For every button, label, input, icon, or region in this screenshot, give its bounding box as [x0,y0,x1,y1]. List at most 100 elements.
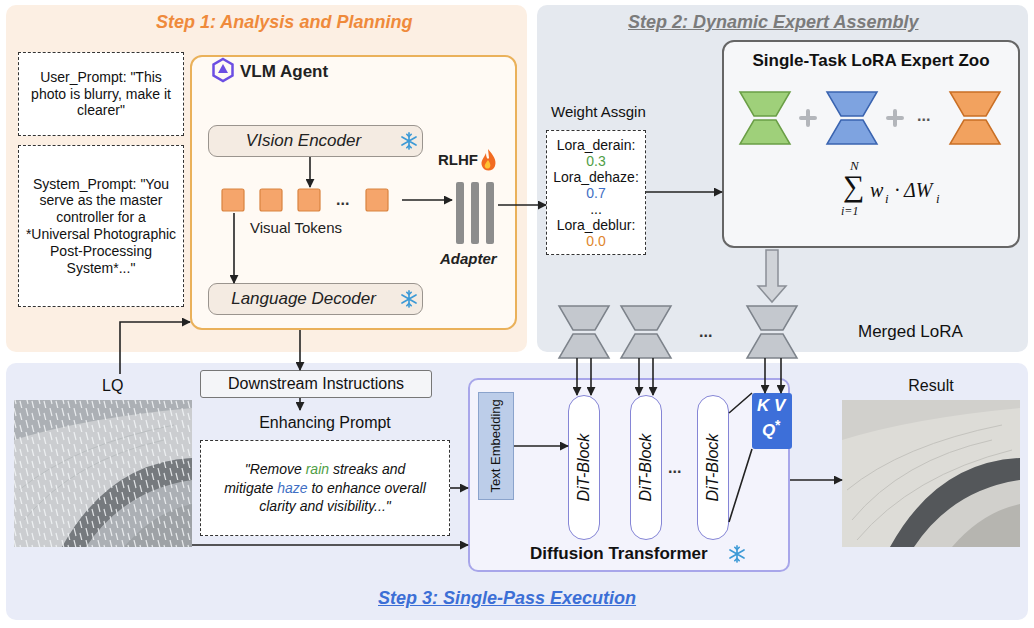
node-text: DiT-Block [703,434,722,502]
adapter-bars [471,182,479,244]
input-photo [14,408,192,547]
ellipsis-label: ... [668,458,681,477]
node-text: K [757,397,769,414]
transformer-box: Diffusion TransformerText EmbeddingDiT-B… [468,378,790,572]
injection-arrow [590,358,592,395]
lora-expert-icon [740,92,1000,144]
node-text: 0.0 [586,233,605,249]
node-text: DiT-Block [574,434,593,502]
flow-arrow [299,398,301,410]
flow-arrow [402,199,452,201]
decoder-box: Language Decoder [208,283,423,315]
merged-lora-icon [559,306,797,358]
formula-text: i [885,192,889,205]
node-text: User_Prompt: "This photo is blurry, make… [25,69,177,119]
node-text: Downstream Instructions [228,374,404,393]
node-text: DiT-Block [636,434,655,502]
lora-expert-icon [827,120,877,144]
node-text: Result [842,376,1020,395]
output-photo [890,458,1020,547]
box-title: Diffusion Transformer [530,544,708,564]
formula-text: w [870,180,883,200]
node-text: Visual Tokens [250,219,342,237]
ellipsis-label: ... [699,322,712,341]
merged-lora-icon [559,306,609,330]
vlm-icon [218,64,228,73]
injection-arrow [576,358,578,395]
step-panel: Step 1: Analysis and PlanningUser_Prompt… [6,5,527,352]
formula-text: ∑ [843,171,864,201]
dit-block: DiT-Block [568,395,600,540]
node-text: Lora_deblur: [557,217,636,233]
step-panel: Step 3: Single-Pass Execution LQ Downstrea… [6,363,1028,620]
node-text: * [775,418,780,432]
node-text: Q [762,422,775,439]
box-title: Weight Assgin [551,103,646,121]
plus-sign [888,111,902,125]
node-text: VIsion Encoder [246,131,361,151]
box-title: Enhancing Prompt [200,413,450,432]
flow-arrow [729,393,752,522]
adapter-bars [456,182,464,244]
output-photo [952,504,1020,547]
output-photo [842,408,1020,547]
flame-icon [485,160,491,169]
flow-arrow [299,330,301,370]
merged-lora-icon [621,306,671,330]
node-text: Adapter [440,250,497,268]
lora-expert-icon [740,120,790,144]
output-photo [842,400,1020,547]
plus-sign [801,111,815,125]
formula-text: · [894,180,901,200]
panel-title: Step 3: Single-Pass Execution [378,588,636,610]
flow-arrow [514,445,568,447]
output-photo [847,425,1012,540]
merged-lora-icon [747,334,797,358]
merged-lora-icon [747,306,797,330]
dit-block: DiT-Block [697,395,729,540]
flow-arrow [309,157,311,187]
node-text: System_Prompt: "You serve as the master … [25,176,177,277]
step-panel: Step 2: Dynamic Expert AssemblyWeight As… [537,5,1028,352]
visual-token [222,189,388,211]
instruction-box: Downstream Instructions [200,370,432,398]
image-frame: LQ [14,374,192,547]
formula-text: ΔW [904,180,932,200]
output-photo [842,408,1020,547]
node-text: Lora_derain: [557,137,636,153]
plus-sign [801,111,902,125]
lora-expert-icon [740,92,790,116]
formula-text: i=1 [841,205,858,217]
node-text: LQ [102,376,123,395]
node-text: 0.7 [586,185,605,201]
box-title: Single-Task LoRA Expert Zoo [724,51,1018,71]
ellipsis-label: ... [336,190,349,209]
adapter-bars [456,182,494,244]
dit-block: DiT-Block [630,395,662,540]
injection-arrow [638,358,640,395]
input-photo [19,425,174,520]
lora-expert-icon [950,92,1000,116]
vlm-icon [214,59,233,81]
frozen-icon [730,546,744,562]
lora-expert-icon [950,120,1000,144]
flow-arrow [120,322,190,374]
attention-box: KVQ* [752,393,792,449]
flame-icon [481,149,495,171]
flow-arrow [790,479,842,481]
merge-arrow [758,250,786,302]
node-text: ... [917,106,930,125]
token-row: Visual Tokens [216,187,402,213]
flow-arrow [233,213,235,283]
node-text: rain [306,461,329,477]
injection-arrow [577,358,781,395]
node-text: "Remove [245,461,302,477]
weight-box: Weight AssginLora_derain:0.3Lora_dehaze:… [546,130,646,255]
injection-arrow [764,358,766,393]
visual-token [298,189,320,211]
input-photo [14,400,192,547]
adapter-bars [486,182,494,244]
flow-arrow [646,191,722,193]
visual-token [222,189,244,211]
